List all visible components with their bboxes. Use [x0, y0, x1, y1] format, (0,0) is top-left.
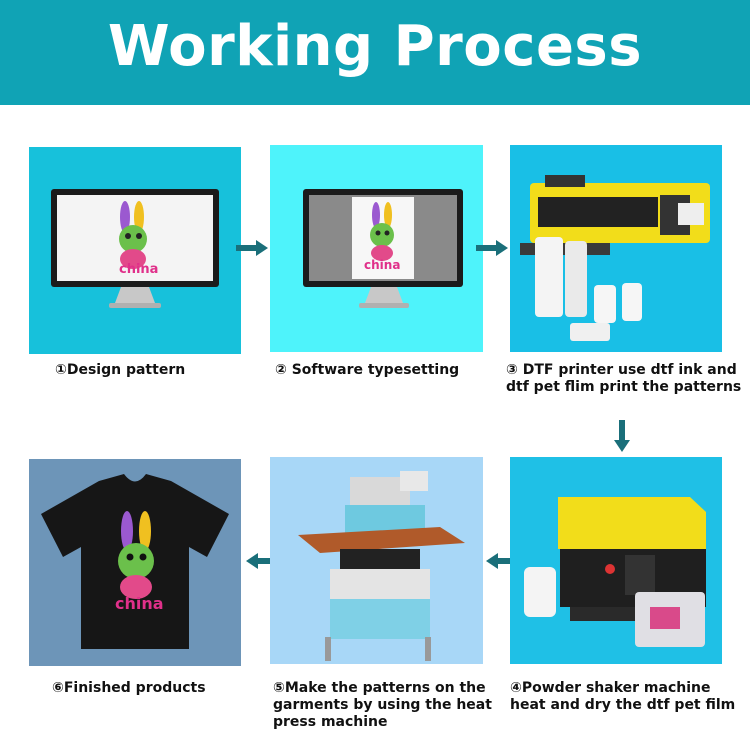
step-1-caption: ①Design pattern — [55, 362, 186, 378]
caption-line: ③ DTF printer use dtf ink and — [506, 362, 737, 378]
arrow-down-icon — [614, 420, 630, 452]
caption-line: garments by using the heat — [273, 697, 492, 713]
step-5-image — [270, 457, 483, 664]
artwork-text: china — [364, 258, 400, 272]
rabbit-artwork — [370, 202, 394, 261]
artwork-text: china — [119, 262, 158, 277]
artwork-text: china — [115, 594, 164, 613]
caption-line: press machine — [273, 714, 388, 730]
arrow-right-icon — [236, 240, 268, 256]
step-4-caption: ④Powder shaker machine heat and dry the … — [510, 680, 735, 714]
arrow-left-icon — [486, 553, 518, 569]
step-6-image: china — [29, 459, 241, 666]
page-title: Working Process — [107, 14, 643, 79]
caption-line: dtf pet flim print the patterns — [506, 379, 742, 395]
header-banner: Working Process — [0, 0, 750, 105]
step-1-image: china — [29, 147, 241, 354]
arrow-left-icon — [246, 553, 278, 569]
step-6-caption: ⑥Finished products — [52, 680, 206, 696]
rabbit-artwork — [119, 201, 147, 269]
step-3-caption: ③ DTF printer use dtf ink and dtf pet fl… — [506, 362, 741, 396]
caption-line: heat and dry the dtf pet film — [510, 697, 736, 713]
step-2-image: china — [270, 145, 483, 352]
arrow-right-icon — [476, 240, 508, 256]
rabbit-artwork — [118, 511, 154, 599]
caption-line: ⑤Make the patterns on the — [273, 680, 486, 696]
step-5-caption: ⑤Make the patterns on the garments by us… — [273, 680, 492, 731]
step-4-image — [510, 457, 722, 664]
step-2-caption: ② Software typesetting — [275, 362, 460, 378]
step-3-image — [510, 145, 722, 352]
caption-line: ④Powder shaker machine — [510, 680, 711, 696]
